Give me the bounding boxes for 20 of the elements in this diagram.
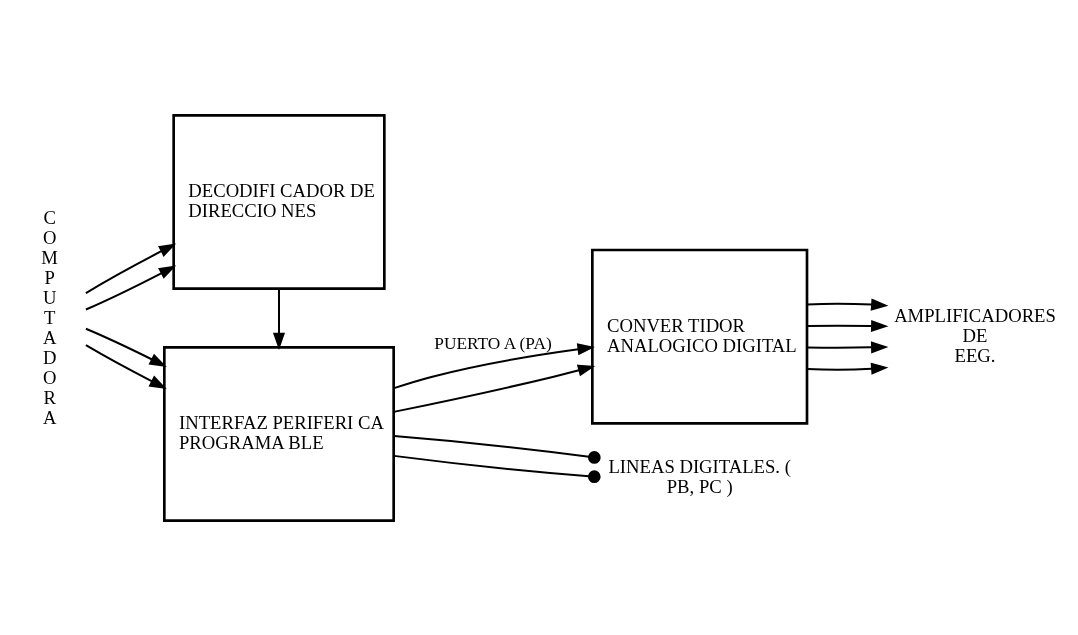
arrow	[806, 362, 889, 375]
connector	[393, 434, 601, 464]
arrow	[806, 319, 889, 332]
node-box: CONVER TIDOR ANALOGICO DIGITAL	[591, 248, 809, 425]
arrow	[393, 342, 595, 389]
node-text: COMPUTADORA	[41, 206, 58, 428]
arrow	[84, 343, 167, 389]
node-box: INTERFAZ PERIFERI CA PROGRAMA BLE	[163, 345, 395, 522]
edge-label: PUERTO A (PA)	[434, 333, 552, 353]
arrow	[84, 327, 167, 367]
arrow	[806, 298, 889, 311]
arrow	[84, 243, 177, 294]
arrow	[84, 264, 177, 310]
arrow	[806, 340, 889, 353]
node-text: LINEAS DIGITALES. ( PB, PC )	[608, 455, 791, 497]
arrow	[272, 287, 286, 350]
node-box: DECODIFI CADOR DE DIRECCIO NES	[172, 113, 386, 290]
connector	[393, 454, 601, 483]
node-text: AMPLIFICADORES DE EEG.	[894, 304, 1056, 366]
arrow	[392, 364, 596, 413]
